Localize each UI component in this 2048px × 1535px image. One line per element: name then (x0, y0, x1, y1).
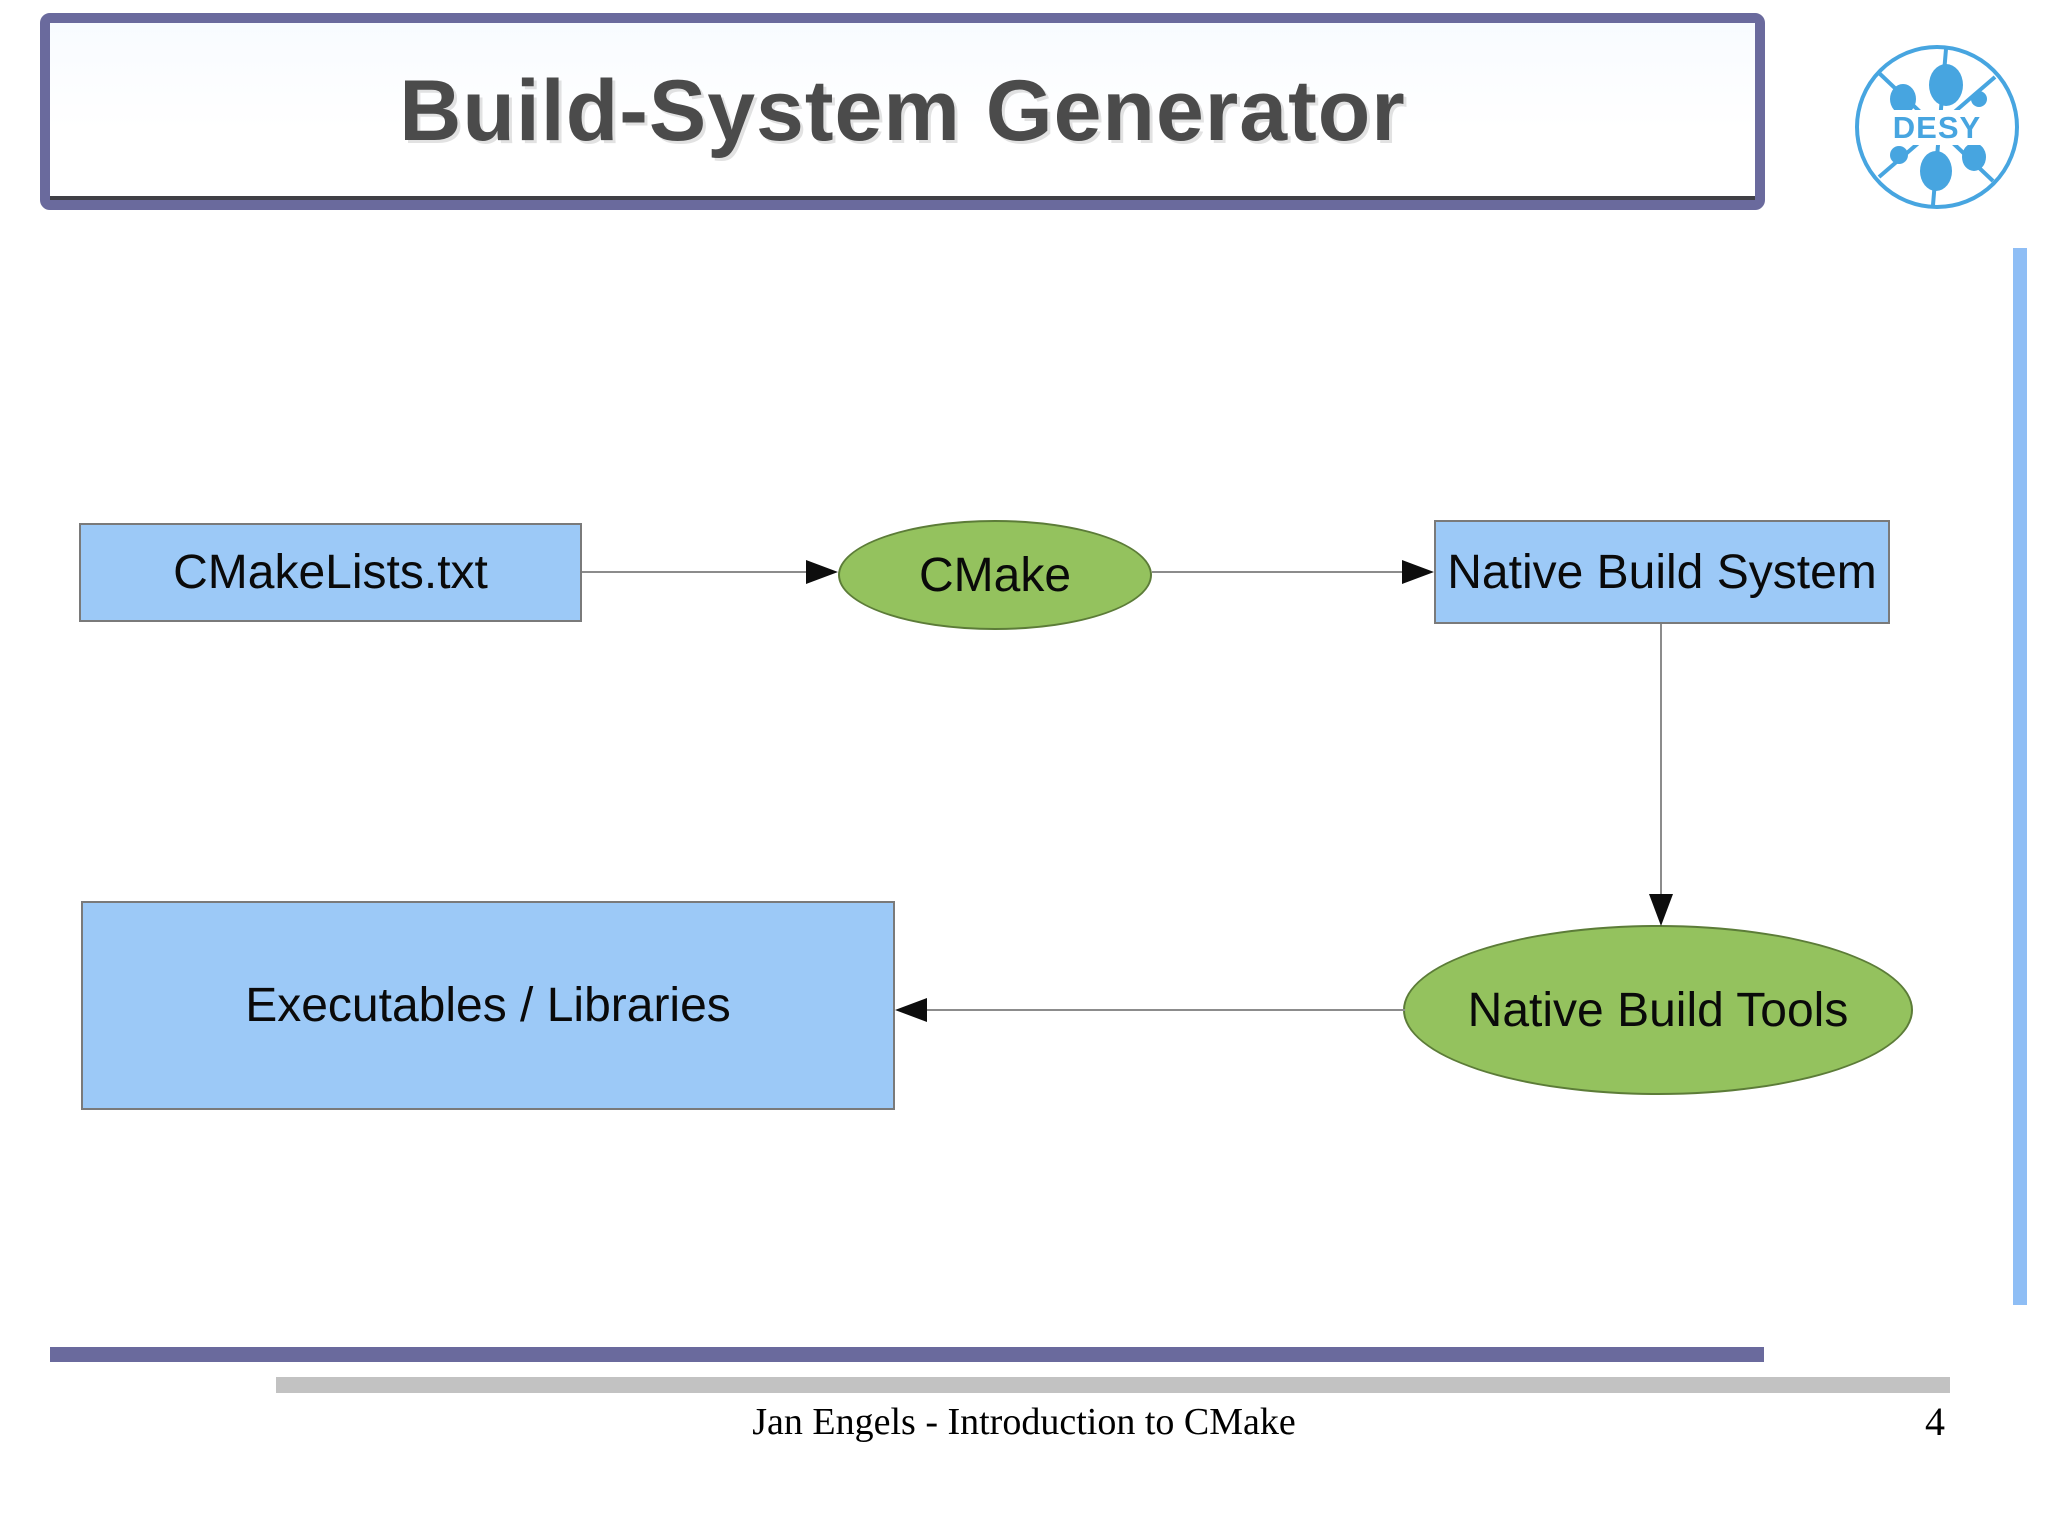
node-native-build-system-label: Native Build System (1447, 545, 1877, 599)
page-number: 4 (1925, 1399, 1945, 1444)
desy-logo-text: DESY (1893, 110, 1981, 145)
bottom-gray-bar (276, 1377, 1950, 1393)
title-banner: Build-System Generator (40, 13, 1765, 210)
arrowhead-left-icon (895, 998, 927, 1022)
arrowhead-right-icon (1402, 560, 1434, 584)
node-executables-libraries-label: Executables / Libraries (245, 979, 731, 1032)
edge-native-build-tools-to-executables (927, 1009, 1405, 1011)
node-cmake-label: CMake (918, 548, 1072, 602)
desy-logo-icon: DESY (1855, 45, 2019, 209)
node-native-build-system: Native Build System (1434, 520, 1890, 624)
slide-title: Build-System Generator (399, 63, 1406, 159)
edge-cmake-to-native-build-system (1152, 571, 1402, 573)
node-cmakelists: CMakeLists.txt (79, 523, 582, 622)
node-native-build-tools: Native Build Tools (1403, 925, 1913, 1095)
right-accent-bar (2013, 248, 2027, 1305)
edge-cmakelists-to-cmake (582, 571, 806, 573)
arrowhead-down-icon (1649, 894, 1673, 926)
edge-native-build-system-to-native-build-tools (1660, 624, 1662, 896)
arrowhead-right-icon (806, 560, 838, 584)
node-cmakelists-label: CMakeLists.txt (173, 546, 488, 599)
footer-text: Jan Engels - Introduction to CMake (752, 1401, 1296, 1443)
node-executables-libraries: Executables / Libraries (81, 901, 895, 1110)
node-native-build-tools-label: Native Build Tools (1467, 983, 1849, 1037)
bottom-purple-bar (50, 1347, 1764, 1362)
node-cmake: CMake (838, 520, 1152, 630)
